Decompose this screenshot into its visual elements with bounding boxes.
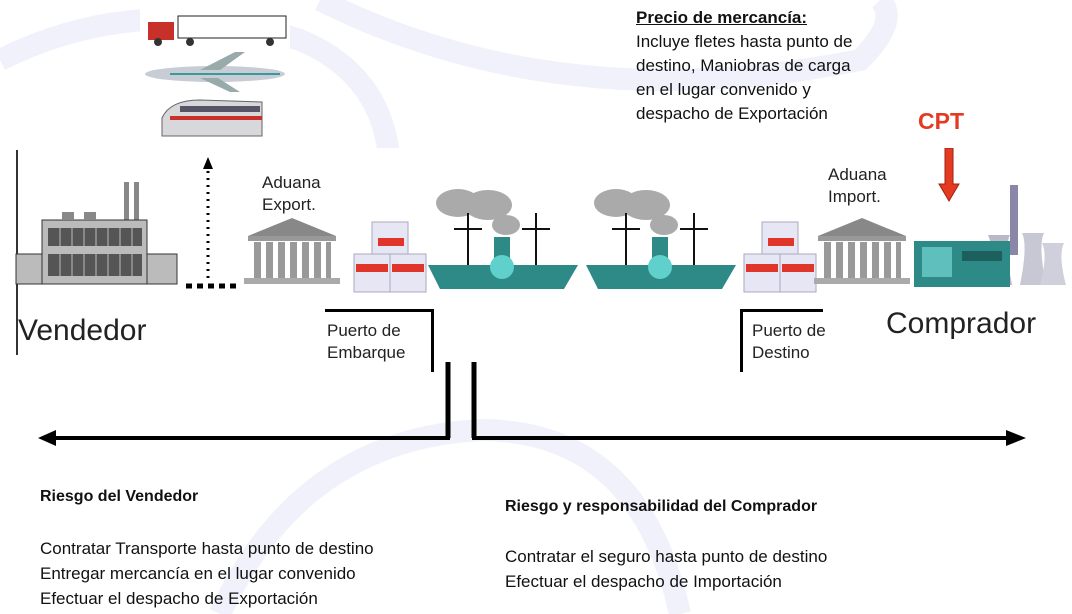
risk-transfer-arrows <box>38 362 1026 446</box>
red-down-arrow-icon <box>938 148 960 202</box>
price-note-line: destino, Maniobras de carga <box>636 56 851 75</box>
truck-icon <box>148 15 287 46</box>
background-swirl <box>210 418 691 614</box>
puerto-destino-line: Puerto de <box>752 321 826 340</box>
puerto-destino-line: Destino <box>752 343 810 362</box>
airplane-icon <box>145 52 285 92</box>
customs-building-icon <box>244 218 340 284</box>
puerto-embarque-line: Embarque <box>327 343 406 362</box>
cargo-boxes-icon <box>743 221 817 293</box>
puerto-embarque-label: Puerto de Embarque <box>327 320 405 364</box>
aduana-import-label: Aduana Import. <box>828 164 887 208</box>
price-note: Precio de mercancía: Incluye fletes hast… <box>636 6 852 126</box>
seller-risk-title: Riesgo del Vendedor <box>40 488 199 505</box>
ship-icon <box>428 189 578 289</box>
incoterm-label: CPT <box>918 108 964 134</box>
train-icon <box>161 99 263 137</box>
price-note-line: despacho de Exportación <box>636 104 828 123</box>
aduana-import-line: Aduana <box>828 165 887 184</box>
aduana-export-label: Aduana Export. <box>262 172 321 216</box>
vendedor-label: Vendedor <box>18 314 147 347</box>
dotted-arrow-up-icon <box>186 157 236 289</box>
seller-risk-item: Entregar mercancía en el lugar convenido <box>40 564 356 583</box>
cargo-boxes-icon <box>353 221 427 293</box>
seller-risk-arrow <box>38 362 451 446</box>
buyer-risk-item: Efectuar el despacho de Importación <box>505 572 782 591</box>
puerto-destino-bracket <box>740 309 823 372</box>
customs-building-icon <box>814 218 910 284</box>
comprador-label: Comprador <box>886 307 1037 340</box>
aduana-export-line: Export. <box>262 195 316 214</box>
puerto-embarque-bracket <box>325 309 434 372</box>
price-note-line: en el lugar convenido y <box>636 80 811 99</box>
factory-icon <box>15 182 178 285</box>
price-note-line: Incluye fletes hasta punto de <box>636 32 853 51</box>
industrial-plant-icon <box>914 185 1066 287</box>
transport-modes-icon <box>140 8 290 143</box>
price-note-title: Precio de mercancía: <box>636 8 808 27</box>
aduana-export-line: Aduana <box>262 173 321 192</box>
seller-risk-section: Riesgo del Vendedor Contratar Transporte… <box>40 484 480 611</box>
buyer-risk-title: Riesgo y responsabilidad del Comprador <box>505 498 818 515</box>
left-border <box>16 150 18 355</box>
buyer-risk-item: Contratar el seguro hasta punto de desti… <box>505 547 828 566</box>
puerto-embarque-line: Puerto de <box>327 321 401 340</box>
seller-risk-item: Efectuar el despacho de Exportación <box>40 589 318 608</box>
buyer-risk-section: Riesgo y responsabilidad del Comprador C… <box>505 494 1025 594</box>
seller-risk-item: Contratar Transporte hasta punto de dest… <box>40 539 374 558</box>
aduana-import-line: Import. <box>828 187 881 206</box>
background-swirl <box>315 0 898 91</box>
buyer-risk-arrow <box>471 362 1026 446</box>
ship-icon <box>586 189 736 289</box>
puerto-destino-label: Puerto de Destino <box>752 320 826 364</box>
